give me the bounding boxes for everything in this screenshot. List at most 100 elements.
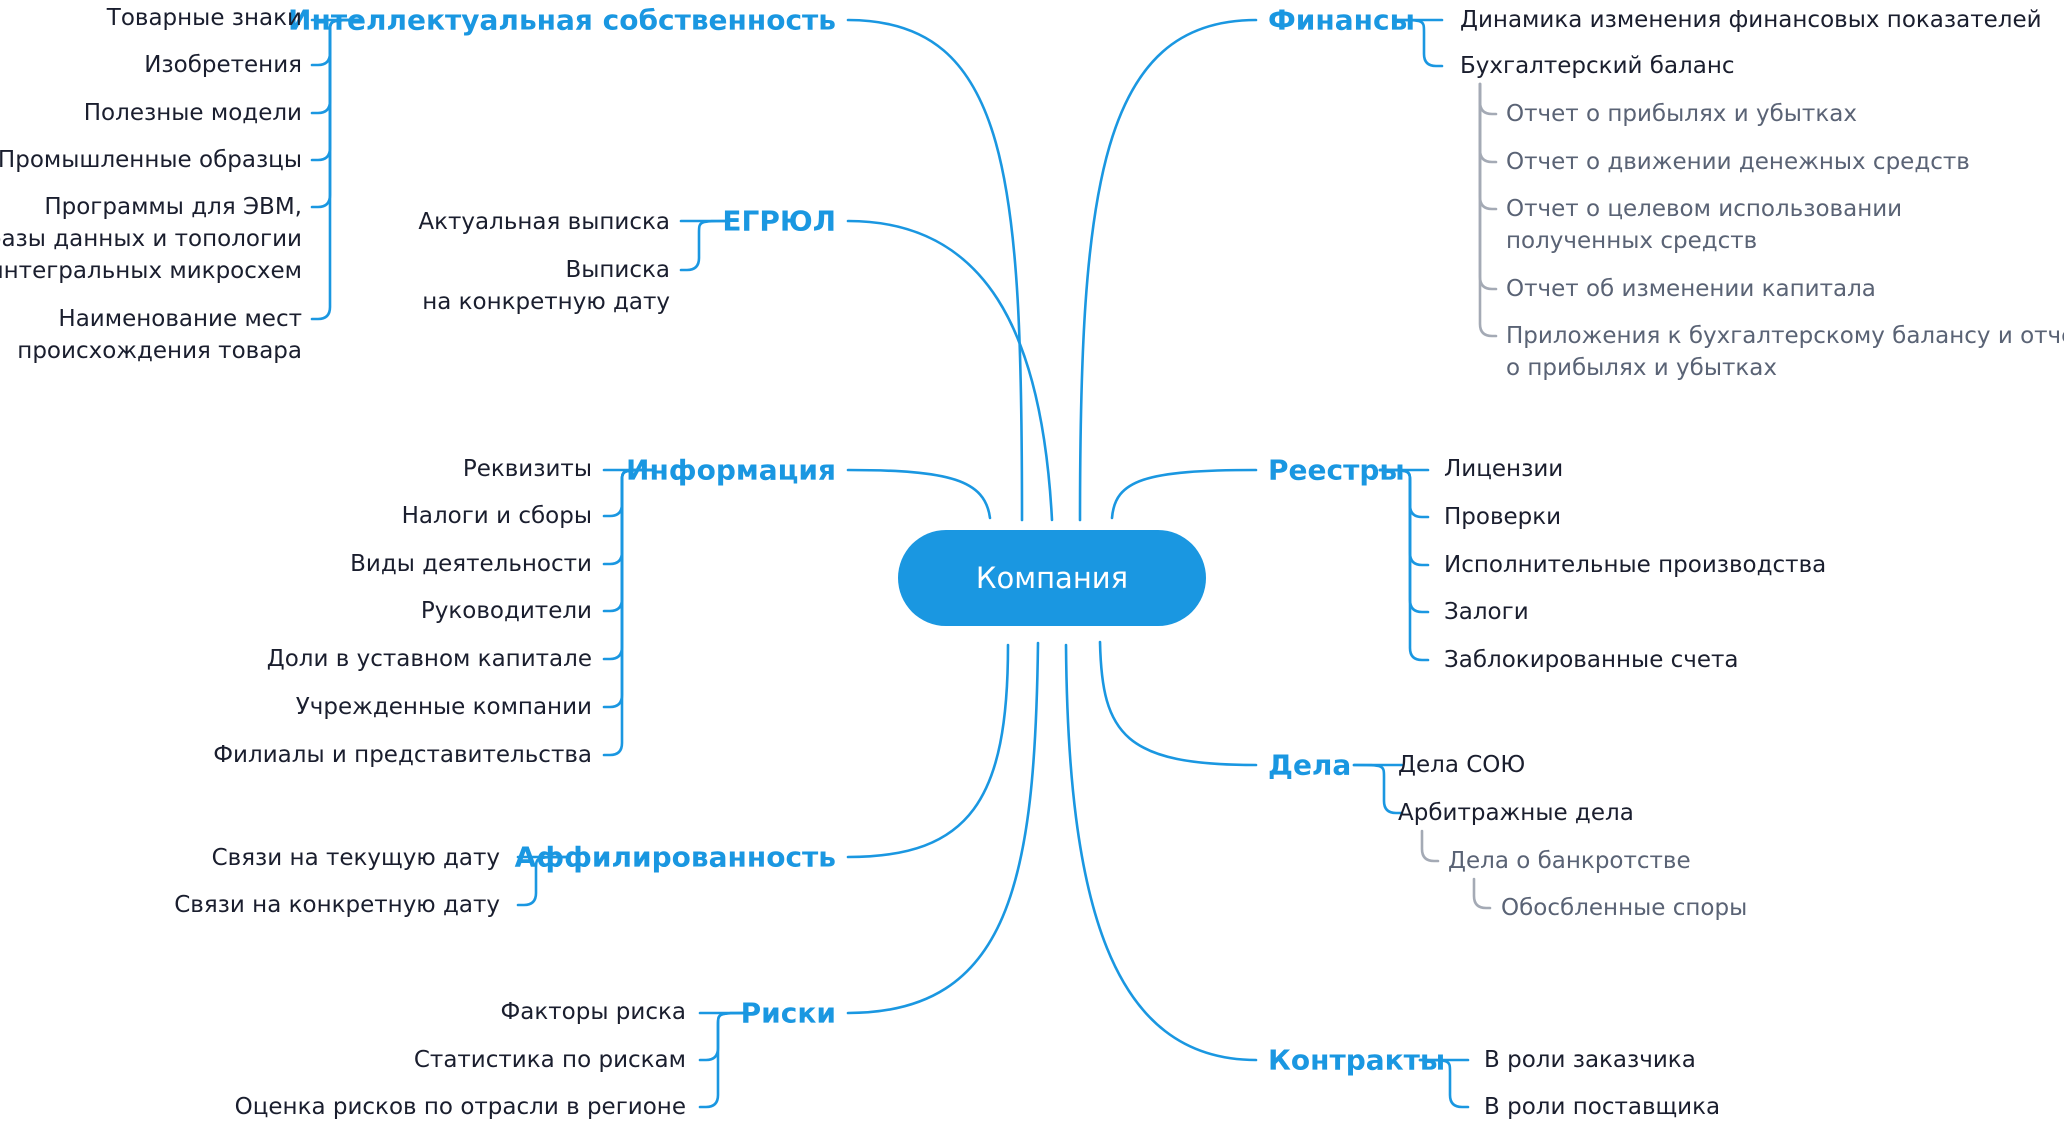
branch-label-info: Информация — [626, 454, 836, 487]
child-item-изобретения[interactable]: Изобретения — [144, 52, 302, 78]
connector-ip — [846, 18, 1024, 522]
sub-item-отчет-о-движении-денежных-средств[interactable]: Отчет о движении денежных средств — [1506, 149, 1970, 175]
child-item-актуальная-выписка[interactable]: Актуальная выписка — [418, 209, 670, 235]
child-item-label: Арбитражные дела — [1398, 800, 1634, 826]
child-item-связи-на-текущую-дату[interactable]: Связи на текущую дату — [212, 845, 500, 871]
branch-affil[interactable]: Аффилированность — [515, 841, 836, 874]
branch-info[interactable]: Информация — [626, 454, 836, 487]
connector-contracts — [1064, 643, 1258, 1062]
bracket-registry — [1378, 468, 1430, 614]
branch-cases[interactable]: Дела — [1268, 749, 1351, 782]
bracket-affil — [516, 855, 568, 907]
child-item-руководители[interactable]: Руководители — [421, 598, 592, 624]
child-item-доли-в-уставном-капитале[interactable]: Доли в уставном капитале — [267, 646, 592, 672]
child-item-залоги[interactable]: Залоги — [1444, 599, 1529, 625]
branch-label-registry: Реестры — [1268, 454, 1405, 487]
child-item-исполнительные-производства[interactable]: Исполнительные производства — [1444, 552, 1826, 578]
sub-item-отчет-о-прибылях-и-убытках[interactable]: Отчет о прибылях и убытках — [1506, 101, 1857, 127]
child-item-статистика-по-рискам[interactable]: Статистика по рискам — [414, 1047, 686, 1073]
sub-item-приложения-к-бухгалтерскому-балансу-и-отчету-о-прибылях-и-убытках[interactable]: Приложения к бухгалтерскому балансу и от… — [1506, 323, 2064, 381]
bracket-info — [602, 468, 654, 709]
child-item-label: на конкретную дату — [422, 289, 670, 315]
child-item-товарные-знаки[interactable]: Товарные знаки — [106, 5, 302, 31]
connector-info — [846, 468, 992, 520]
child-item-label: Проверки — [1444, 504, 1561, 530]
center-node[interactable]: Компания — [898, 530, 1206, 626]
child-item-лицензии[interactable]: Лицензии — [1444, 456, 1563, 482]
connector-risks — [846, 641, 1040, 1015]
child-item-label: Филиалы и представительства — [213, 742, 592, 768]
child-item-label: Факторы риска — [500, 999, 686, 1025]
child-item-label: Оценка рисков по отрасли в регионе — [235, 1094, 686, 1120]
branch-label-risks: Риски — [741, 997, 836, 1030]
sub-item-label: о прибылях и убытках — [1506, 355, 1777, 381]
sub-connector — [1478, 82, 1498, 338]
child-item-label: Налоги и сборы — [402, 503, 592, 529]
child-item-дела-сою[interactable]: Дела СОЮ — [1398, 752, 1525, 778]
branch-finance[interactable]: Финансы — [1268, 4, 1415, 37]
child-item-label: Исполнительные производства — [1444, 552, 1826, 578]
child-item-учрежденные-компании[interactable]: Учрежденные компании — [296, 694, 592, 720]
child-item-label: Актуальная выписка — [418, 209, 670, 235]
branch-label-contracts: Контракты — [1268, 1044, 1445, 1077]
bracket-risks — [698, 1011, 750, 1109]
child-item-программы-для-эвм-базы-данных-и-топологии-интегральных-микросхем[interactable]: Программы для ЭВМ,базы данных и топологи… — [0, 194, 302, 284]
child-item-label: базы данных и топологии — [0, 226, 302, 252]
child-item-label: Реквизиты — [463, 456, 592, 482]
child-item-филиалы-и-представительства[interactable]: Филиалы и представительства — [213, 742, 592, 768]
child-item-label: В роли поставщика — [1484, 1094, 1720, 1120]
child-item-label: Наименование мест — [58, 306, 302, 332]
child-item-промышленные-образцы[interactable]: Промышленные образцы — [0, 147, 302, 173]
child-item-связи-на-конкретную-дату[interactable]: Связи на конкретную дату — [174, 892, 500, 918]
center-node-pill — [898, 530, 1206, 626]
child-item-виды-деятельности[interactable]: Виды деятельности — [350, 551, 592, 577]
connector-registry — [1110, 468, 1258, 520]
child-item-в-роли-заказчика[interactable]: В роли заказчика — [1484, 1047, 1696, 1073]
sub-connector — [1472, 877, 1492, 910]
child-item-label: Связи на текущую дату — [212, 845, 500, 871]
sub-item-обосбленные-споры[interactable]: Обосбленные споры — [1501, 895, 1747, 921]
child-item-динамика-изменения-финансовых-показателей[interactable]: Динамика изменения финансовых показателе… — [1460, 7, 2042, 33]
child-item-label: Заблокированные счета — [1444, 647, 1739, 673]
child-item-налоги-и-сборы[interactable]: Налоги и сборы — [402, 503, 592, 529]
connector-egrul — [846, 219, 1054, 522]
sub-item-дела-о-банкротстве[interactable]: Дела о банкротстве — [1448, 848, 1691, 874]
sub-item-label: Приложения к бухгалтерскому балансу и от… — [1506, 323, 2064, 349]
branch-ip[interactable]: Интеллектуальная собственность — [288, 4, 836, 37]
bracket-egrul — [679, 219, 731, 272]
sub-item-отчет-о-целевом-использовании-полученных-средств[interactable]: Отчет о целевом использованииполученных … — [1506, 196, 1902, 254]
connector-cases — [1098, 640, 1258, 767]
child-item-label: Доли в уставном капитале — [267, 646, 592, 672]
child-item-реквизиты[interactable]: Реквизиты — [463, 456, 592, 482]
child-item-label: Полезные модели — [84, 100, 302, 126]
child-item-полезные-модели[interactable]: Полезные модели — [84, 100, 302, 126]
child-item-факторы-риска[interactable]: Факторы риска — [500, 999, 686, 1025]
child-item-оценка-рисков-по-отрасли-в-регионе[interactable]: Оценка рисков по отрасли в регионе — [235, 1094, 686, 1120]
connector-finance — [1078, 18, 1258, 522]
branch-risks[interactable]: Риски — [741, 997, 836, 1030]
sub-item-отчет-об-изменении-капитала[interactable]: Отчет об изменении капитала — [1506, 276, 1876, 302]
child-item-label: Учрежденные компании — [296, 694, 592, 720]
child-item-label: Лицензии — [1444, 456, 1563, 482]
child-item-label: Изобретения — [144, 52, 302, 78]
child-item-label: интегральных микросхем — [0, 258, 302, 284]
child-item-label: В роли заказчика — [1484, 1047, 1696, 1073]
child-item-арбитражные-дела[interactable]: Арбитражные дела — [1398, 800, 1634, 826]
child-item-проверки[interactable]: Проверки — [1444, 504, 1561, 530]
branch-contracts[interactable]: Контракты — [1268, 1044, 1445, 1077]
sub-item-label: Отчет о целевом использовании — [1506, 196, 1902, 222]
bracket-registry — [1378, 468, 1430, 662]
child-item-label: Виды деятельности — [350, 551, 592, 577]
child-item-в-роли-поставщика[interactable]: В роли поставщика — [1484, 1094, 1720, 1120]
branch-registry[interactable]: Реестры — [1268, 454, 1405, 487]
child-item-бухгалтерский-баланс[interactable]: Бухгалтерский баланс — [1460, 53, 1735, 79]
sub-connector — [1478, 82, 1498, 211]
branch-label-egrul: ЕГРЮЛ — [722, 205, 836, 238]
branch-egrul[interactable]: ЕГРЮЛ — [722, 205, 836, 238]
child-item-label: Связи на конкретную дату — [174, 892, 500, 918]
child-item-заблокированные-счета[interactable]: Заблокированные счета — [1444, 647, 1739, 673]
bracket-ip — [310, 18, 362, 321]
